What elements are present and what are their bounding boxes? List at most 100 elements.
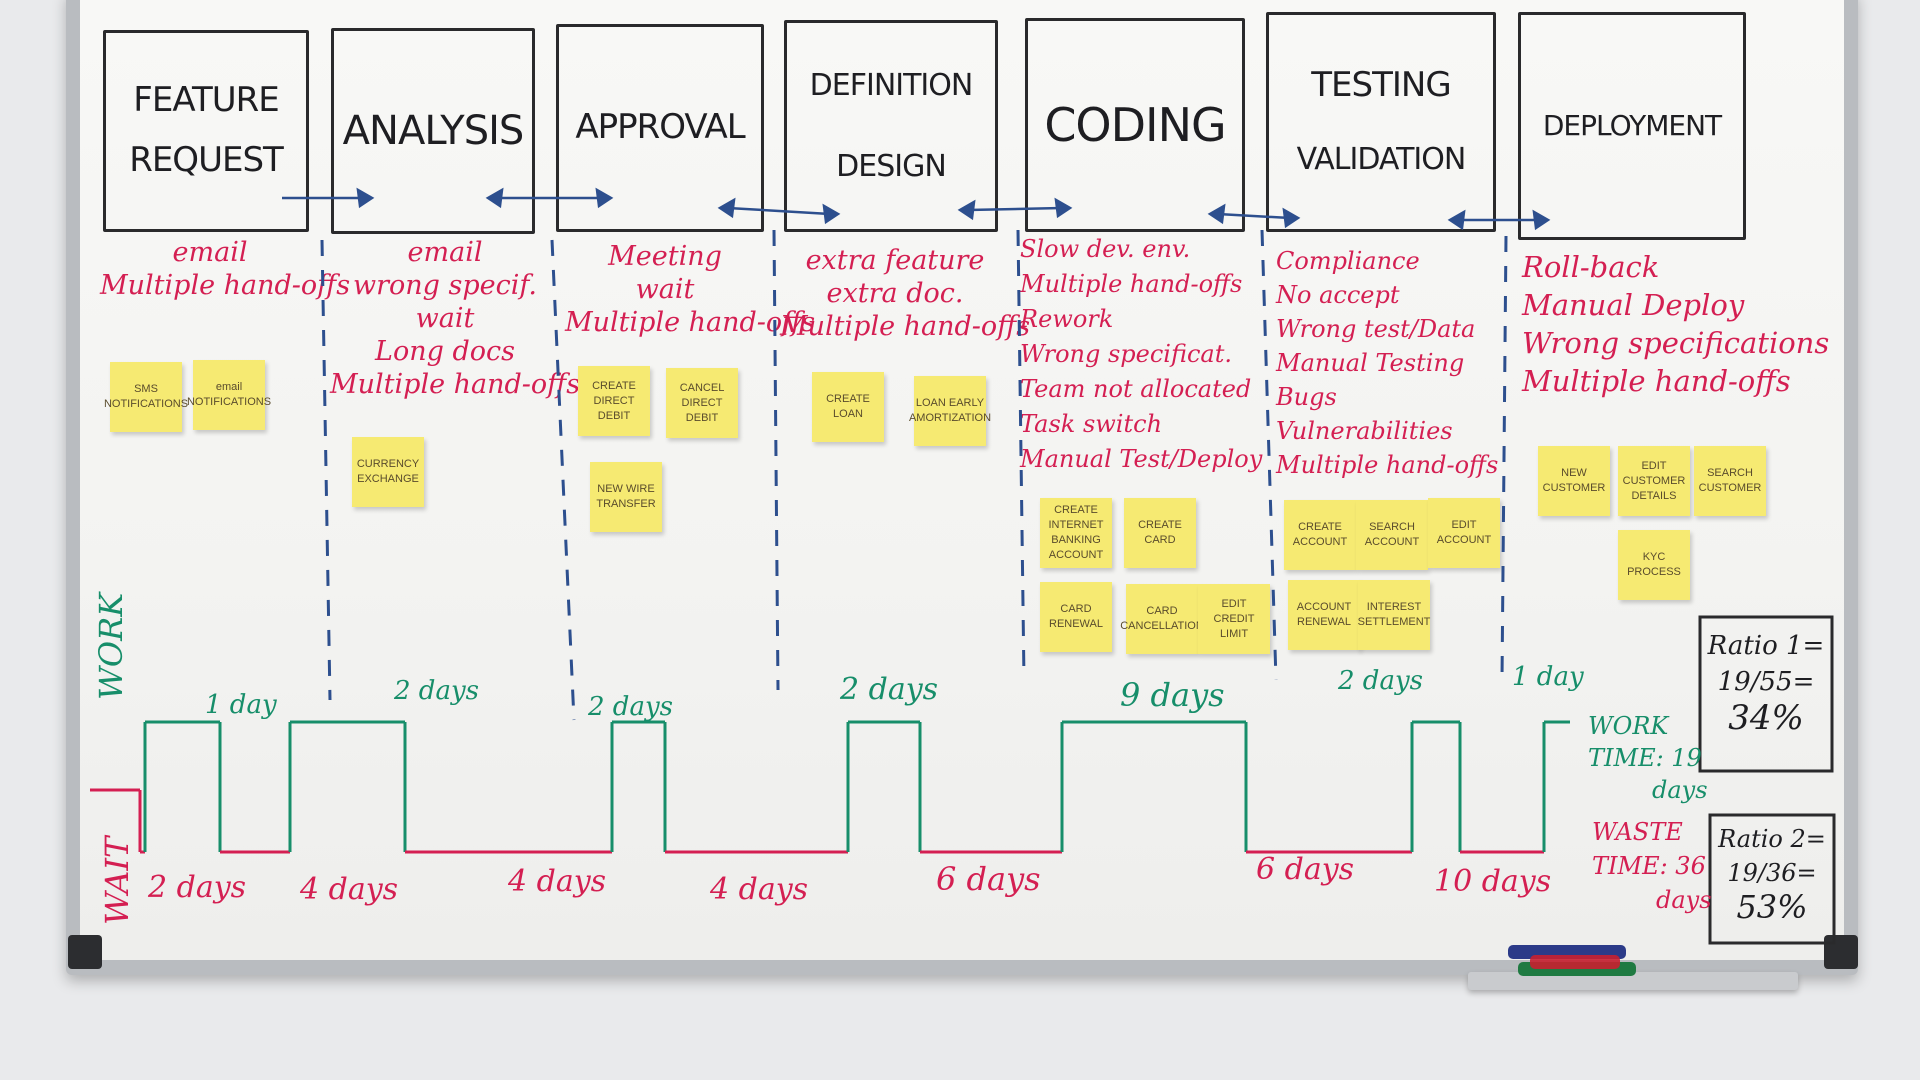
sticky-note: ACCOUNT RENEWAL xyxy=(1288,580,1360,650)
arrow-head xyxy=(1532,209,1551,231)
sticky-note: CREATE CARD xyxy=(1124,498,1196,568)
stage-separator xyxy=(320,239,332,701)
wait-days-label: 6 days xyxy=(1256,852,1355,887)
sticky-note: NEW WIRE TRANSFER xyxy=(590,462,662,532)
sticky-note: SMS NOTIFICATIONS xyxy=(104,362,188,432)
issue-text: Multiple hand-offs xyxy=(780,311,1031,342)
issue-text: email xyxy=(172,237,248,268)
issue-text: Vulnerabilities xyxy=(1276,417,1453,445)
issue-text: Multiple hand-offs xyxy=(330,369,581,400)
sticky-note: CARD RENEWAL xyxy=(1040,582,1112,652)
work-days-label: 1 day xyxy=(1512,662,1584,692)
ratio2-text: Ratio 2= 19/36= 53% xyxy=(1710,822,1834,924)
sticky-note: CREATE ACCOUNT xyxy=(1284,500,1356,570)
issue-text: Manual Testing xyxy=(1276,349,1465,377)
work-days-label: 2 days xyxy=(394,676,479,706)
sticky-note: EDIT ACCOUNT xyxy=(1428,498,1500,568)
stage-coding: CODING xyxy=(1025,18,1245,232)
sticky-note: CREATE INTERNET BANKING ACCOUNT xyxy=(1040,498,1112,568)
issues-testing-validation: Compliance No accept Wrong test/Data Man… xyxy=(1276,244,1506,482)
stage-title-line: FEATURE xyxy=(133,80,279,121)
arrow-head xyxy=(822,203,841,225)
stage-title-line: TESTING xyxy=(1311,65,1451,106)
stage-title-line: REQUEST xyxy=(129,140,284,180)
issues-coding: Slow dev. env. Multiple hand-offs Rework… xyxy=(1020,232,1263,477)
issue-text: Multiple hand-offs xyxy=(1522,364,1791,398)
ratio1-box xyxy=(1698,615,1834,773)
stage-testing-validation: TESTING VALIDATION xyxy=(1266,12,1496,232)
arrow-head xyxy=(356,187,375,209)
wait-days-label: 4 days xyxy=(508,864,607,899)
stage-title-line: DEPLOYMENT xyxy=(1542,109,1722,143)
sticky-note: SEARCH CUSTOMER xyxy=(1694,446,1766,516)
stage-feature-request: FEATURE REQUEST xyxy=(103,30,309,232)
work-time-summary: WORK TIME: 19 days xyxy=(1588,710,1708,806)
issue-text: Team not allocated xyxy=(1020,375,1252,403)
sticky-note: LOAN EARLY AMORTIZATION xyxy=(909,376,991,446)
ratio2-box xyxy=(1708,813,1836,945)
issue-text: Wrong test/Data xyxy=(1276,315,1476,343)
issues-feature-request: email Multiple hand-offs xyxy=(100,236,351,302)
red-marker xyxy=(1530,955,1620,969)
summary-line: days xyxy=(1652,776,1708,804)
issue-text: Manual Test/Deploy xyxy=(1020,445,1263,473)
sticky-note: CARD CANCELLATION xyxy=(1120,584,1204,654)
arrow-head xyxy=(1282,207,1301,229)
issues-definition-design: extra feature extra doc. Multiple hand-o… xyxy=(780,244,1031,343)
wait-days-label: 4 days xyxy=(710,872,809,907)
issue-text: Manual Deploy xyxy=(1522,288,1745,322)
issue-text: Wrong specificat. xyxy=(1020,340,1232,368)
issue-text: email xyxy=(407,237,483,268)
sticky-note: EDIT CREDIT LIMIT xyxy=(1198,584,1270,654)
ratio-line: 34% xyxy=(1728,698,1804,738)
stage-separator xyxy=(550,239,576,721)
issues-deployment: Roll-back Manual Deploy Wrong specificat… xyxy=(1522,248,1829,400)
arrow-head xyxy=(1054,197,1073,219)
issue-text: wait xyxy=(635,274,695,305)
stage-analysis: ANALYSIS xyxy=(331,28,535,234)
issue-text: extra feature xyxy=(805,245,985,276)
ratio-line: Ratio 2= xyxy=(1718,825,1826,853)
sticky-note: INTEREST SETTLEMENT xyxy=(1358,580,1430,650)
issue-text: Multiple hand-offs xyxy=(100,270,351,301)
timeline-wait-label: WAIT xyxy=(98,836,136,925)
issue-text: wrong specif. xyxy=(352,270,538,301)
wait-days-label: 6 days xyxy=(936,860,1041,898)
sticky-note: CANCEL DIRECT DEBIT xyxy=(666,368,738,438)
summary-line: WORK xyxy=(1588,712,1669,740)
sticky-note: KYC PROCESS xyxy=(1618,530,1690,600)
wait-days-label: 2 days xyxy=(148,870,247,905)
arrow-head xyxy=(1447,209,1466,231)
issue-text: Multiple hand-offs xyxy=(1276,451,1499,479)
work-days-label: 1 day xyxy=(205,690,277,720)
ratio-line: Ratio 1= xyxy=(1707,631,1825,661)
stage-separator xyxy=(772,229,780,691)
issue-text: Bugs xyxy=(1276,383,1337,411)
stage-definition-design: DEFINITION DESIGN xyxy=(784,20,998,232)
work-days-label: 9 days xyxy=(1120,676,1225,714)
sticky-note: SEARCH ACCOUNT xyxy=(1356,500,1428,570)
stage-separator xyxy=(1016,229,1026,681)
stage-title-line: DESIGN xyxy=(836,149,947,184)
issue-text: Compliance xyxy=(1276,247,1420,275)
timeline-work-label: WORK xyxy=(92,592,130,700)
sticky-note: NEW CUSTOMER xyxy=(1538,446,1610,516)
wait-days-label: 4 days xyxy=(300,872,399,907)
sticky-note: CREATE DIRECT DEBIT xyxy=(578,366,650,436)
stage-title-line: APPROVAL xyxy=(575,107,745,148)
issue-text: Roll-back xyxy=(1522,250,1660,284)
stage-title-line: VALIDATION xyxy=(1296,142,1467,178)
handoff-arrow xyxy=(727,206,831,216)
arrow-head xyxy=(595,187,614,209)
handoff-arrow xyxy=(967,206,1063,212)
issue-text: Rework xyxy=(1020,305,1114,333)
summary-line: TIME: 36 xyxy=(1592,852,1706,880)
issue-text: Meeting xyxy=(608,241,722,272)
issue-text: No accept xyxy=(1276,281,1400,309)
work-days-label: 2 days xyxy=(1338,666,1423,696)
work-days-label: 2 days xyxy=(840,672,939,707)
arrow-head xyxy=(1207,203,1226,225)
sticky-note: CURRENCY EXCHANGE xyxy=(352,437,424,507)
issue-text: Task switch xyxy=(1020,410,1163,438)
